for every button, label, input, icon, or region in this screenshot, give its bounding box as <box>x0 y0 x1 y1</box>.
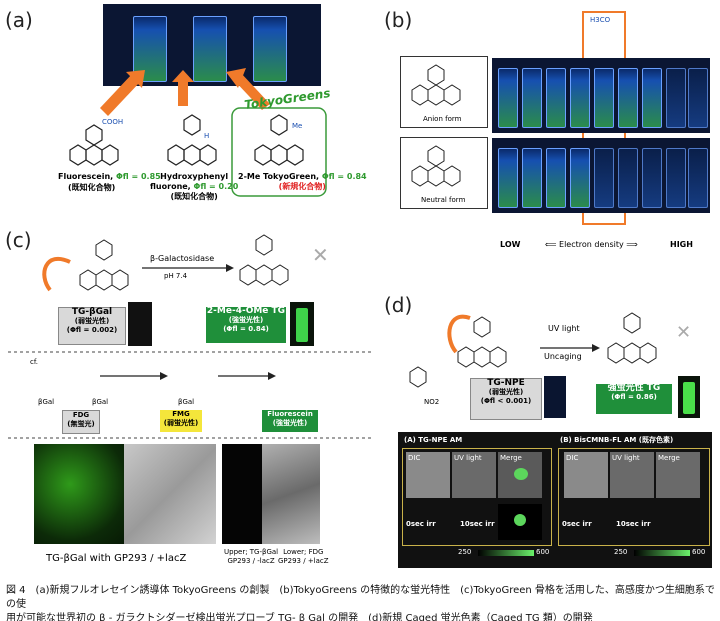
panelA-title: (A) TG-NPE AM <box>404 436 463 444</box>
cooh-label: COOH <box>102 118 124 126</box>
anion-label: Anion form <box>423 115 462 123</box>
uv-label: UV light <box>548 324 580 333</box>
scale-hi-a: 600 <box>536 548 550 556</box>
dic-label-b: DIC <box>566 454 579 462</box>
panel-label-c: (c) <box>5 228 32 252</box>
scale-hi-b: 600 <box>692 548 706 556</box>
no2-label: NO2 <box>424 398 440 406</box>
tg-name: 2-Me TokyoGreen, Φfl = 0.84(新規化合物) <box>238 172 367 191</box>
svg-text:✕: ✕ <box>312 243 329 267</box>
dic-label-a: DIC <box>408 454 421 462</box>
h3co-label: H3CO <box>590 16 611 24</box>
fmg-box: FMG(弱蛍光性) <box>160 410 202 432</box>
fdg-box: FDG(無蛍光) <box>62 410 100 434</box>
panel-label-a: (a) <box>5 8 33 32</box>
fluorescein-name: Fluorescein, Φfl = 0.85 <box>58 172 161 181</box>
tgbgal-vial <box>128 302 152 346</box>
control-fluor-image <box>222 444 262 544</box>
tgnpe-box: TG-NPE (弱蛍光性) (Φfl < 0.001) <box>470 378 542 420</box>
vials-anion <box>492 58 710 133</box>
cf-label: cf. <box>30 358 39 366</box>
brightfield-image <box>124 444 216 544</box>
arrows-a <box>69 68 327 197</box>
panelB-title: (B) BisCMNB-FL AM (既存色素) <box>560 436 674 444</box>
bgal-label-2: βGal <box>92 398 109 406</box>
product-box: 2-Me-4-OMe TG (強蛍光性) (Φfl = 0.84) <box>206 307 286 343</box>
colorbar-a <box>478 550 534 556</box>
uvlight-label-b: UV light <box>612 454 640 462</box>
product-vial <box>290 302 314 346</box>
me-label: Me <box>292 122 303 130</box>
tgbgal-box: TG-βGal (弱蛍光性) (Φfl = 0.002) <box>58 307 126 345</box>
bgal-label-1: βGal <box>38 398 55 406</box>
density-axis-label: ⟸ Electron density ⟹ <box>545 240 638 249</box>
merge-label-b: Merge <box>658 454 680 462</box>
h-label: H <box>204 132 210 140</box>
density-low: LOW <box>500 240 521 249</box>
tg-product-vial <box>678 376 700 418</box>
reaction-d: ✕ <box>409 312 691 388</box>
t10-label-b: 10sec irr <box>616 520 651 528</box>
merge-label-a: Merge <box>500 454 522 462</box>
t0-label-a: 0sec irr <box>406 520 436 528</box>
tg-product-box: 強蛍光性 TG (Φfl = 0.86) <box>596 384 672 414</box>
density-high: HIGH <box>670 240 693 249</box>
neutral-label: Neutral form <box>421 196 466 204</box>
panel-label-d: (d) <box>384 293 413 317</box>
uncaging-label: Uncaging <box>544 352 582 361</box>
fluorescein-known: (既知化合物) <box>68 183 116 192</box>
fluorescein-box: Fluorescein(強蛍光性) <box>262 410 318 432</box>
panel-label-b: (b) <box>384 8 413 32</box>
cells-caption: TG-βGal with GP293 / +lacZ <box>46 553 187 564</box>
reaction-arrows-c: ✕ <box>8 234 372 439</box>
ph-label: pH 7.4 <box>164 272 188 280</box>
fluorescence-image <box>34 444 124 544</box>
tgnpe-vial <box>544 376 566 418</box>
enzyme-label: β-Galactosidase <box>150 254 215 263</box>
uncaging-imaging: (A) TG-NPE AM (B) BisCMNB-FL AM (既存色素) D… <box>398 432 712 568</box>
vials-neutral <box>492 138 710 213</box>
scale-lo-a: 250 <box>458 548 472 556</box>
svg-text:✕: ✕ <box>676 322 691 343</box>
scale-lo-b: 250 <box>614 548 628 556</box>
control-bf-image <box>262 444 320 544</box>
colorbar-b <box>634 550 690 556</box>
figure-caption: 図 4 (a)新規フルオレセイン誘導体 TokyoGreens の創製 (b)T… <box>6 585 715 621</box>
uvlight-label-a: UV light <box>454 454 482 462</box>
bgal-label-3: βGal <box>178 398 195 406</box>
t10-label-a: 10sec irr <box>460 520 495 528</box>
t0-label-b: 0sec irr <box>562 520 592 528</box>
